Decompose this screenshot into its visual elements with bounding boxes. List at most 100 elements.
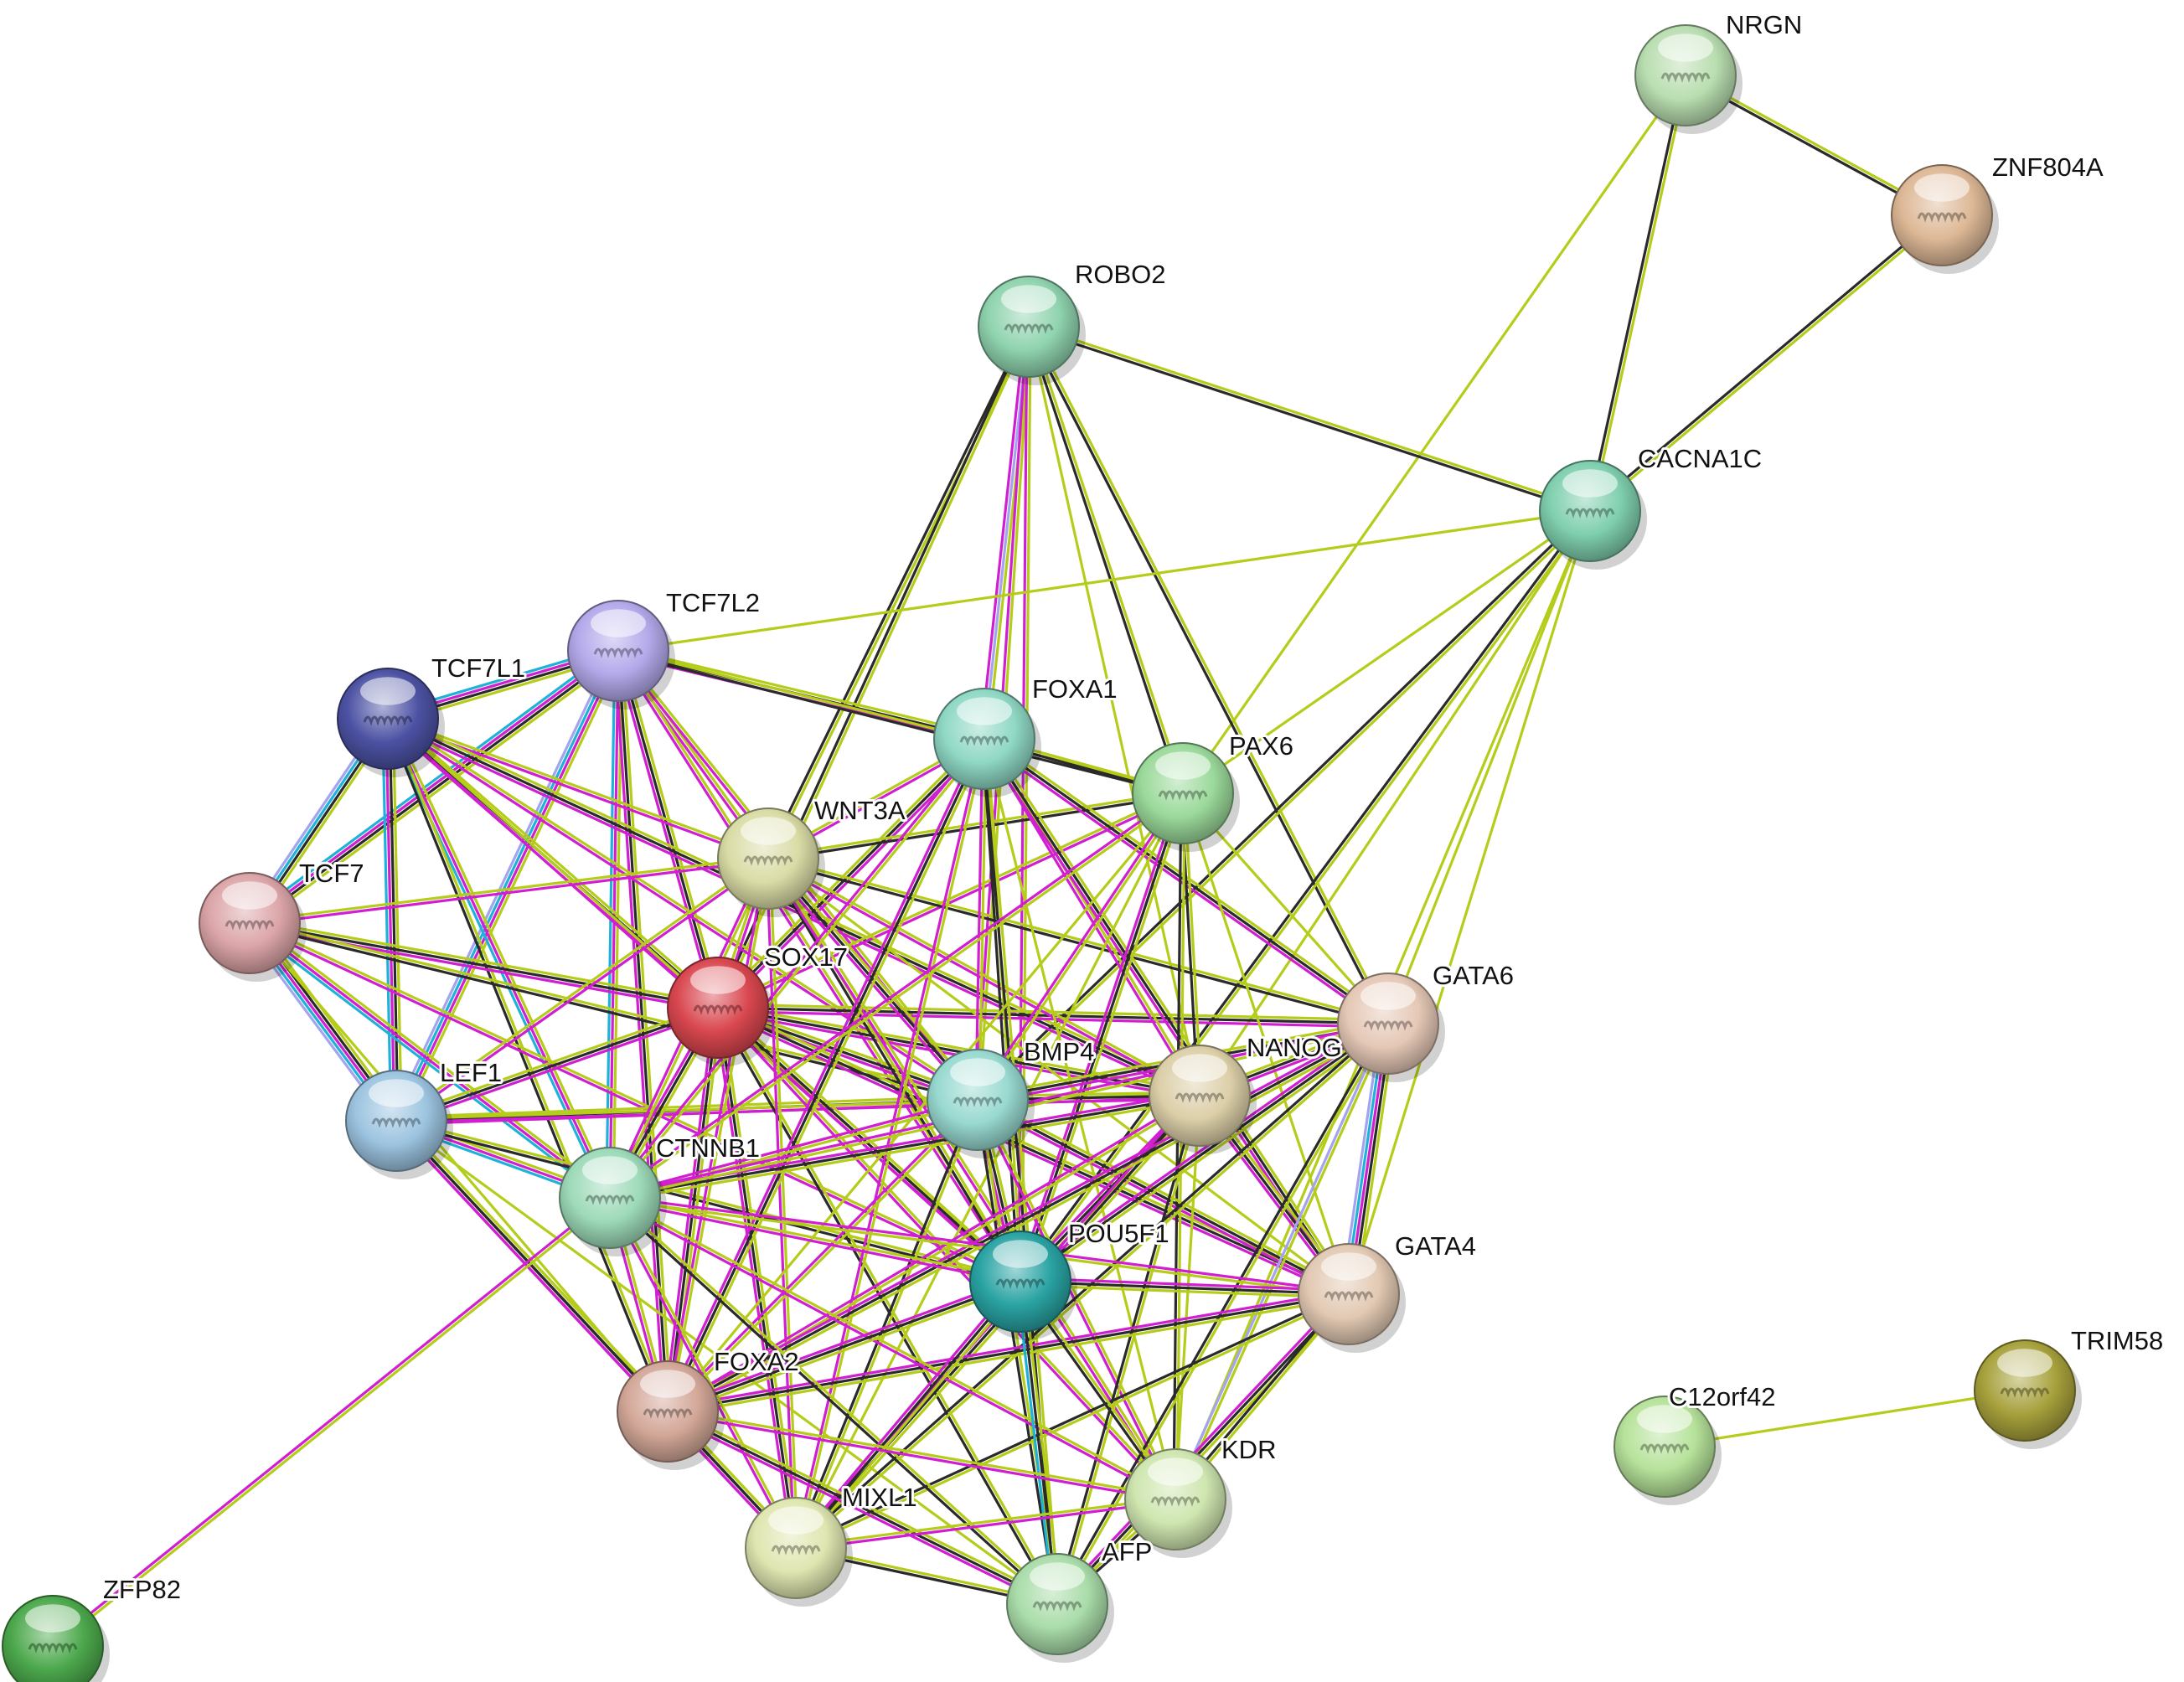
edge-textmining-line <box>668 1025 1391 1416</box>
edge-textmining-line <box>52 1198 612 1649</box>
edge-experiments-line <box>607 736 984 1199</box>
edge-textmining-line <box>617 509 1592 653</box>
edge-coexpression-line <box>715 1007 1057 1607</box>
edge-textmining-line <box>767 855 1391 1024</box>
edge-CTNNB1-KDR <box>607 1194 1178 1503</box>
node-tcf7l1[interactable]: TCF7L1 <box>337 651 528 777</box>
edge-textmining-line <box>610 1195 799 1549</box>
node-robo2[interactable]: ROBO2 <box>978 257 1169 385</box>
edge-LEF1-AFP <box>395 1119 1059 1606</box>
node-mixl1[interactable]: MIXL1 <box>745 1480 920 1607</box>
node-c12orf42[interactable]: C12orf42 <box>1613 1380 1779 1505</box>
edge-experiments-line <box>974 1099 1175 1502</box>
edge-textmining-line <box>1022 1279 1062 1606</box>
edge-textmining-line <box>768 856 1179 1500</box>
node-foxa2[interactable]: FOXA2 <box>617 1344 802 1470</box>
node-bmp4[interactable]: BMP4 <box>927 1034 1097 1158</box>
edge-textmining-line <box>609 1097 1202 1203</box>
node-highlight <box>582 1156 638 1184</box>
node-lef1[interactable]: LEF1 <box>345 1055 504 1179</box>
edge-ROBO2-GATA6 <box>1025 324 1391 1026</box>
node-gata6[interactable]: GATA6 <box>1337 958 1516 1082</box>
edge-GATA4-CTNNB1 <box>608 1194 1350 1298</box>
edge-textmining-line <box>794 1496 1177 1548</box>
node-nrgn[interactable]: NRGN <box>1634 8 1805 134</box>
edge-textmining-line <box>1663 1389 2027 1448</box>
protein-structure-icon <box>643 1408 693 1419</box>
node-ctnnb1[interactable]: CTNNB1 <box>559 1131 762 1256</box>
node-highlight <box>1148 1458 1203 1486</box>
edge-textmining-line <box>669 739 989 1415</box>
edge-C12orf42-TRIM58 <box>1663 1389 2027 1448</box>
node-tcf7[interactable]: TCF7 <box>199 856 367 982</box>
node-afp[interactable]: AFP <box>1006 1535 1154 1663</box>
edge-textmining-line <box>620 649 673 1413</box>
edge-PAX6-FOXA2 <box>666 792 1185 1413</box>
edge-textmining-line <box>620 648 723 1009</box>
edge-textmining-line <box>1181 792 1390 1025</box>
edge-BMP4-GATA4 <box>974 1095 1352 1299</box>
edge-textmining-line <box>666 1408 1177 1499</box>
edge-coexpression-line <box>1587 73 1686 513</box>
edge-GATA6-KDR <box>1172 1021 1391 1502</box>
node-label: FOXA2 <box>714 1347 799 1376</box>
node-label: SOX17 <box>764 942 848 972</box>
node-highlight <box>25 1604 80 1633</box>
node-kdr[interactable]: KDR <box>1124 1432 1278 1558</box>
edge-database-line <box>245 924 610 1202</box>
edge-textmining-line <box>667 1296 1351 1416</box>
node-highlight <box>369 1079 424 1107</box>
protein-structure-icon <box>693 1004 743 1015</box>
node-wnt3a[interactable]: WNT3A <box>717 793 908 917</box>
node-highlight <box>950 1058 1005 1086</box>
node-tcf7l2[interactable]: TCF7L2 <box>567 586 762 709</box>
edge-PAX6-BMP4 <box>974 791 1186 1102</box>
edge-textmining-line <box>667 1283 1024 1416</box>
edge-experiments-line <box>664 857 768 1413</box>
edge-TCF7L2-SOX17 <box>613 648 723 1010</box>
edge-FOXA2-AFP <box>664 1406 1061 1609</box>
edge-GATA4-MIXL1 <box>793 1291 1351 1551</box>
edge-textmining-line <box>609 1194 1061 1605</box>
protein-structure-icon <box>585 1194 635 1205</box>
node-zfp82[interactable]: ZFP82 <box>2 1572 183 1682</box>
protein-structure-icon <box>1639 1443 1690 1454</box>
protein-structure-icon <box>28 1643 78 1654</box>
node-pax6[interactable]: PAX6 <box>1132 729 1296 852</box>
edge-TCF7-BMP4 <box>247 920 980 1103</box>
edge-MIXL1-KDR <box>794 1496 1177 1551</box>
node-foxa1[interactable]: FOXA1 <box>933 672 1120 797</box>
edge-textmining-line <box>1020 510 1593 1284</box>
node-sox17[interactable]: SOX17 <box>667 940 850 1066</box>
edge-textmining-line <box>609 1194 1178 1499</box>
edge-coexpression-line <box>794 1280 1022 1550</box>
node-gata4[interactable]: GATA4 <box>1298 1229 1479 1353</box>
edge-POU5F1-FOXA2 <box>664 1277 1024 1416</box>
edge-TCF7-CTNNB1 <box>245 919 614 1202</box>
node-nanog[interactable]: NANOG <box>1149 1030 1345 1154</box>
protein-structure-icon <box>1324 1291 1374 1302</box>
node-znf804a[interactable]: ZNF804A <box>1891 150 2106 274</box>
edge-textmining-line <box>1020 1024 1392 1287</box>
edge-textmining-line <box>387 715 771 859</box>
edge-textmining-line <box>668 1406 1061 1602</box>
edge-textmining-line <box>667 1099 981 1415</box>
edge-TCF7L1-LEF1 <box>381 717 403 1122</box>
edge-textmining-line <box>1589 215 1944 514</box>
edge-database-line <box>1015 1280 1056 1607</box>
node-label: TCF7 <box>299 859 364 888</box>
edge-coexpression-line <box>765 858 1020 1284</box>
node-pou5f1[interactable]: POU5F1 <box>969 1216 1172 1340</box>
node-label: BMP4 <box>1024 1037 1094 1066</box>
edge-TCF7L2-PAX6 <box>616 648 1185 797</box>
edge-experiments-line <box>248 859 770 926</box>
edge-CACNA1C-PAX6 <box>1181 509 1592 795</box>
node-trim58[interactable]: TRIM58 <box>1974 1323 2166 1449</box>
edge-experiments-line <box>716 1009 1390 1029</box>
edge-textmining-line <box>1198 509 1592 1097</box>
edge-textmining-line <box>249 920 1023 1282</box>
node-cacna1c[interactable]: CACNA1C <box>1539 441 1764 570</box>
edge-textmining-line <box>388 716 671 1412</box>
edge-experiments-line <box>607 1096 979 1198</box>
